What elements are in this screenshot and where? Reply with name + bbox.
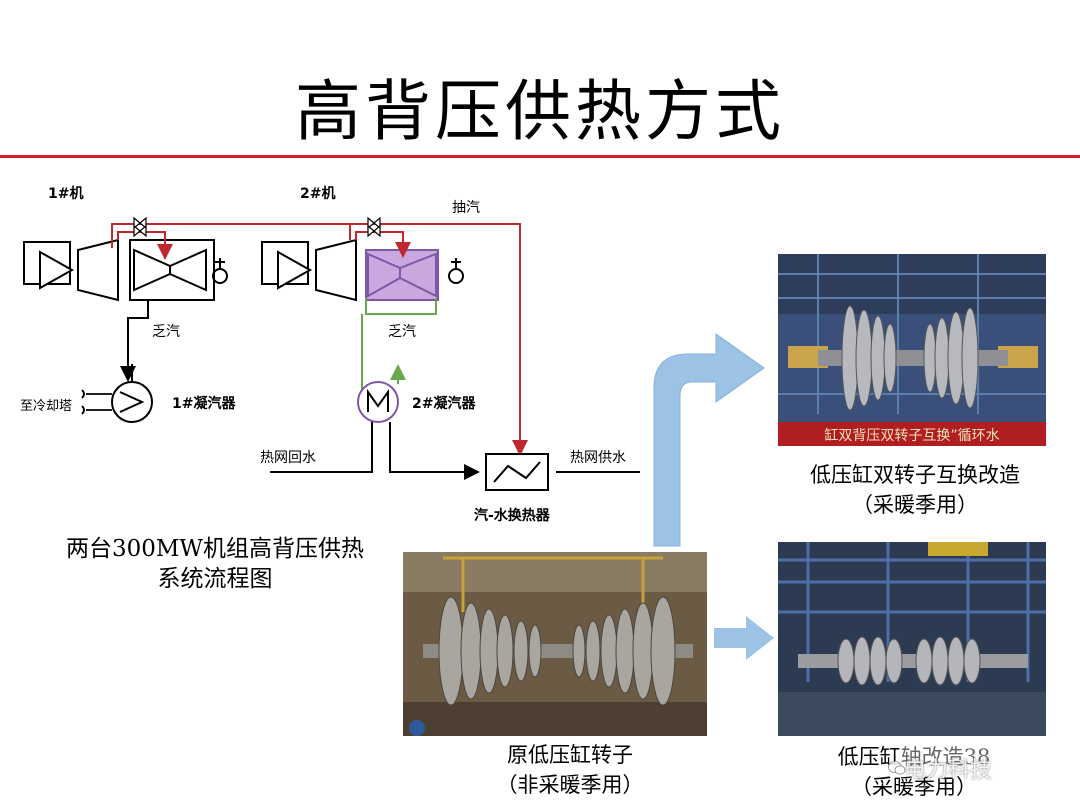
valve-icon-2 — [367, 216, 381, 238]
condenser1-label: 1#凝汽器 — [172, 395, 236, 412]
caption-dual-rotor-swap-line2: （采暖季用） — [852, 493, 978, 517]
unit1-turbine-set — [23, 238, 215, 302]
slide-title: 高背压供热方式 — [295, 73, 785, 150]
diagram-caption: 两台300MW机组高背压供热 系统流程图 — [30, 534, 400, 594]
upgrade-arrow-up — [653, 333, 765, 547]
unit1-exhaust-line — [120, 300, 149, 382]
unit2-modified-turbine — [365, 249, 439, 301]
watermark: 电力科技 — [904, 758, 993, 783]
return-water-label: 热网回水 — [260, 450, 316, 466]
caption-optical-shaft-line2: （采暖季用） — [851, 775, 977, 799]
condenser-2-icon — [357, 381, 399, 423]
caption-original-rotor-line1: 原低压缸转子 — [507, 743, 633, 767]
exhaust-label-1: 乏汽 — [152, 324, 180, 340]
photo-dual-rotor-swap: 缸双背压双转子互换”循环水 — [778, 254, 1046, 446]
condenser2-label: 2#凝汽器 — [412, 395, 476, 412]
generator-1-icon — [212, 258, 228, 284]
flow-diagram: 1#机 2#机 抽汽 乏汽 至冷却塔 1#凝汽器 — [20, 185, 640, 524]
title-rule — [0, 155, 1080, 158]
caption-dual-rotor-swap: 低压缸双转子互换改造 （采暖季用） — [770, 460, 1060, 520]
diagram-caption-line2: 系统流程图 — [157, 566, 273, 592]
supply-water-label: 热网供水 — [570, 450, 626, 466]
cooling-tower-lines — [81, 389, 112, 415]
wechat-logo-icon — [888, 761, 906, 775]
heat-exchanger-icon — [485, 453, 549, 491]
extraction-label: 抽汽 — [452, 200, 480, 216]
valve-icon — [133, 216, 147, 238]
caption-dual-rotor-swap-line1: 低压缸双转子互换改造 — [810, 463, 1020, 487]
unit2-label: 2#机 — [300, 185, 335, 202]
diagram-caption-line1: 两台300MW机组高背压供热 — [65, 536, 365, 562]
generator-2-icon — [448, 258, 464, 284]
caption-optical-shaft: 低压缸轴改造38 （采暖季用） — [804, 742, 1024, 802]
caption-original-rotor: 原低压缸转子 （非采暖季用） — [470, 740, 670, 800]
unit2-exhaust-line — [361, 298, 437, 398]
condenser-1-icon — [111, 364, 153, 423]
heat-network-water-lines — [270, 422, 640, 480]
photo-banner-text: 缸双背压双转子互换”循环水 — [824, 428, 1000, 444]
caption-optical-shaft-line1-tail: 轴改造38 — [900, 745, 991, 769]
photo-original-rotor — [403, 552, 707, 736]
caption-original-rotor-line2: （非采暖季用） — [496, 773, 644, 797]
heat-exchanger-label: 汽-水换热器 — [474, 507, 551, 524]
unit2-turbine-set — [261, 238, 357, 302]
unit1-label: 1#机 — [48, 185, 83, 202]
cooling-tower-label: 至冷却塔 — [20, 399, 72, 414]
exhaust-label-2: 乏汽 — [388, 324, 416, 340]
upgrade-arrow-right — [714, 616, 774, 660]
photo-optical-shaft-rotor — [778, 542, 1046, 736]
